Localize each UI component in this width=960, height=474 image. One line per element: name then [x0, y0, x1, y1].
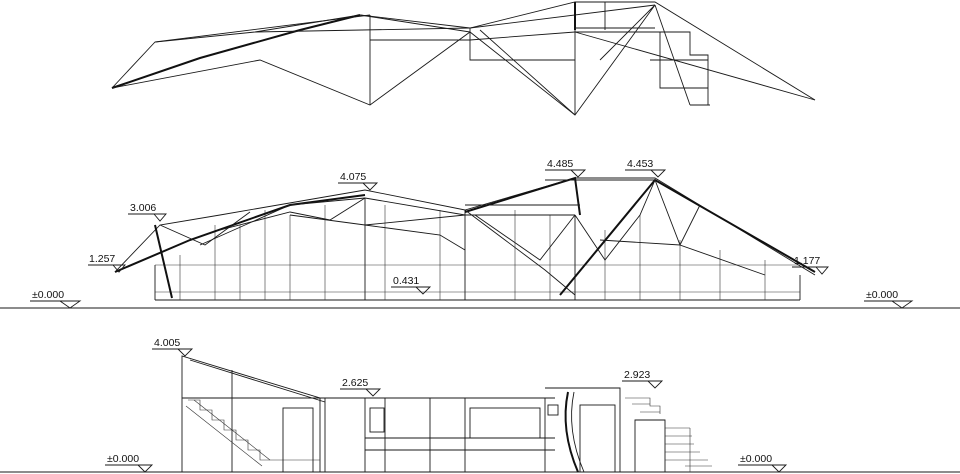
- level-mark-3006: 3.006: [128, 202, 167, 222]
- level-label-4075: 4.075: [340, 171, 366, 183]
- building-section: 4.005 2.625 2.923 ±0.000 ±0.000: [0, 337, 960, 473]
- level-mark-section-ground-right: ±0.000: [738, 453, 788, 473]
- level-mark-4485: 4.485: [545, 158, 587, 178]
- level-label-1257: 1.257: [89, 253, 115, 265]
- level-mark-ground-left: ±0.000: [30, 289, 82, 309]
- level-mark-0431: 0.431: [391, 275, 432, 295]
- level-mark-4453: 4.453: [625, 158, 667, 178]
- level-mark-1177: 1.177: [792, 255, 829, 275]
- level-label-4485: 4.485: [547, 158, 573, 170]
- level-mark-4005: 4.005: [152, 337, 194, 357]
- level-mark-2625: 2.625: [340, 377, 382, 397]
- level-label-4005: 4.005: [154, 337, 180, 349]
- level-label-1177: 1.177: [794, 255, 820, 267]
- main-elevation: ±0.000 ±0.000 1.257 3.006 4.075 0.431 4.…: [0, 158, 960, 309]
- level-label-2923: 2.923: [624, 369, 650, 381]
- roof-fold-diagram: [111, 1, 816, 116]
- level-label-ground-right: ±0.000: [866, 289, 898, 301]
- level-label-4453: 4.453: [627, 158, 653, 170]
- level-mark-4075: 4.075: [338, 171, 379, 191]
- level-label-3006: 3.006: [130, 202, 156, 214]
- level-label-ground-left: ±0.000: [32, 289, 64, 301]
- level-mark-section-ground-left: ±0.000: [105, 453, 154, 473]
- level-label-0431: 0.431: [393, 275, 419, 287]
- level-label-section-ground-left: ±0.000: [107, 453, 139, 465]
- level-mark-1257: 1.257: [88, 253, 126, 273]
- level-label-2625: 2.625: [342, 377, 368, 389]
- level-mark-ground-right: ±0.000: [864, 289, 914, 309]
- level-mark-2923: 2.923: [622, 369, 664, 389]
- level-label-section-ground-right: ±0.000: [740, 453, 772, 465]
